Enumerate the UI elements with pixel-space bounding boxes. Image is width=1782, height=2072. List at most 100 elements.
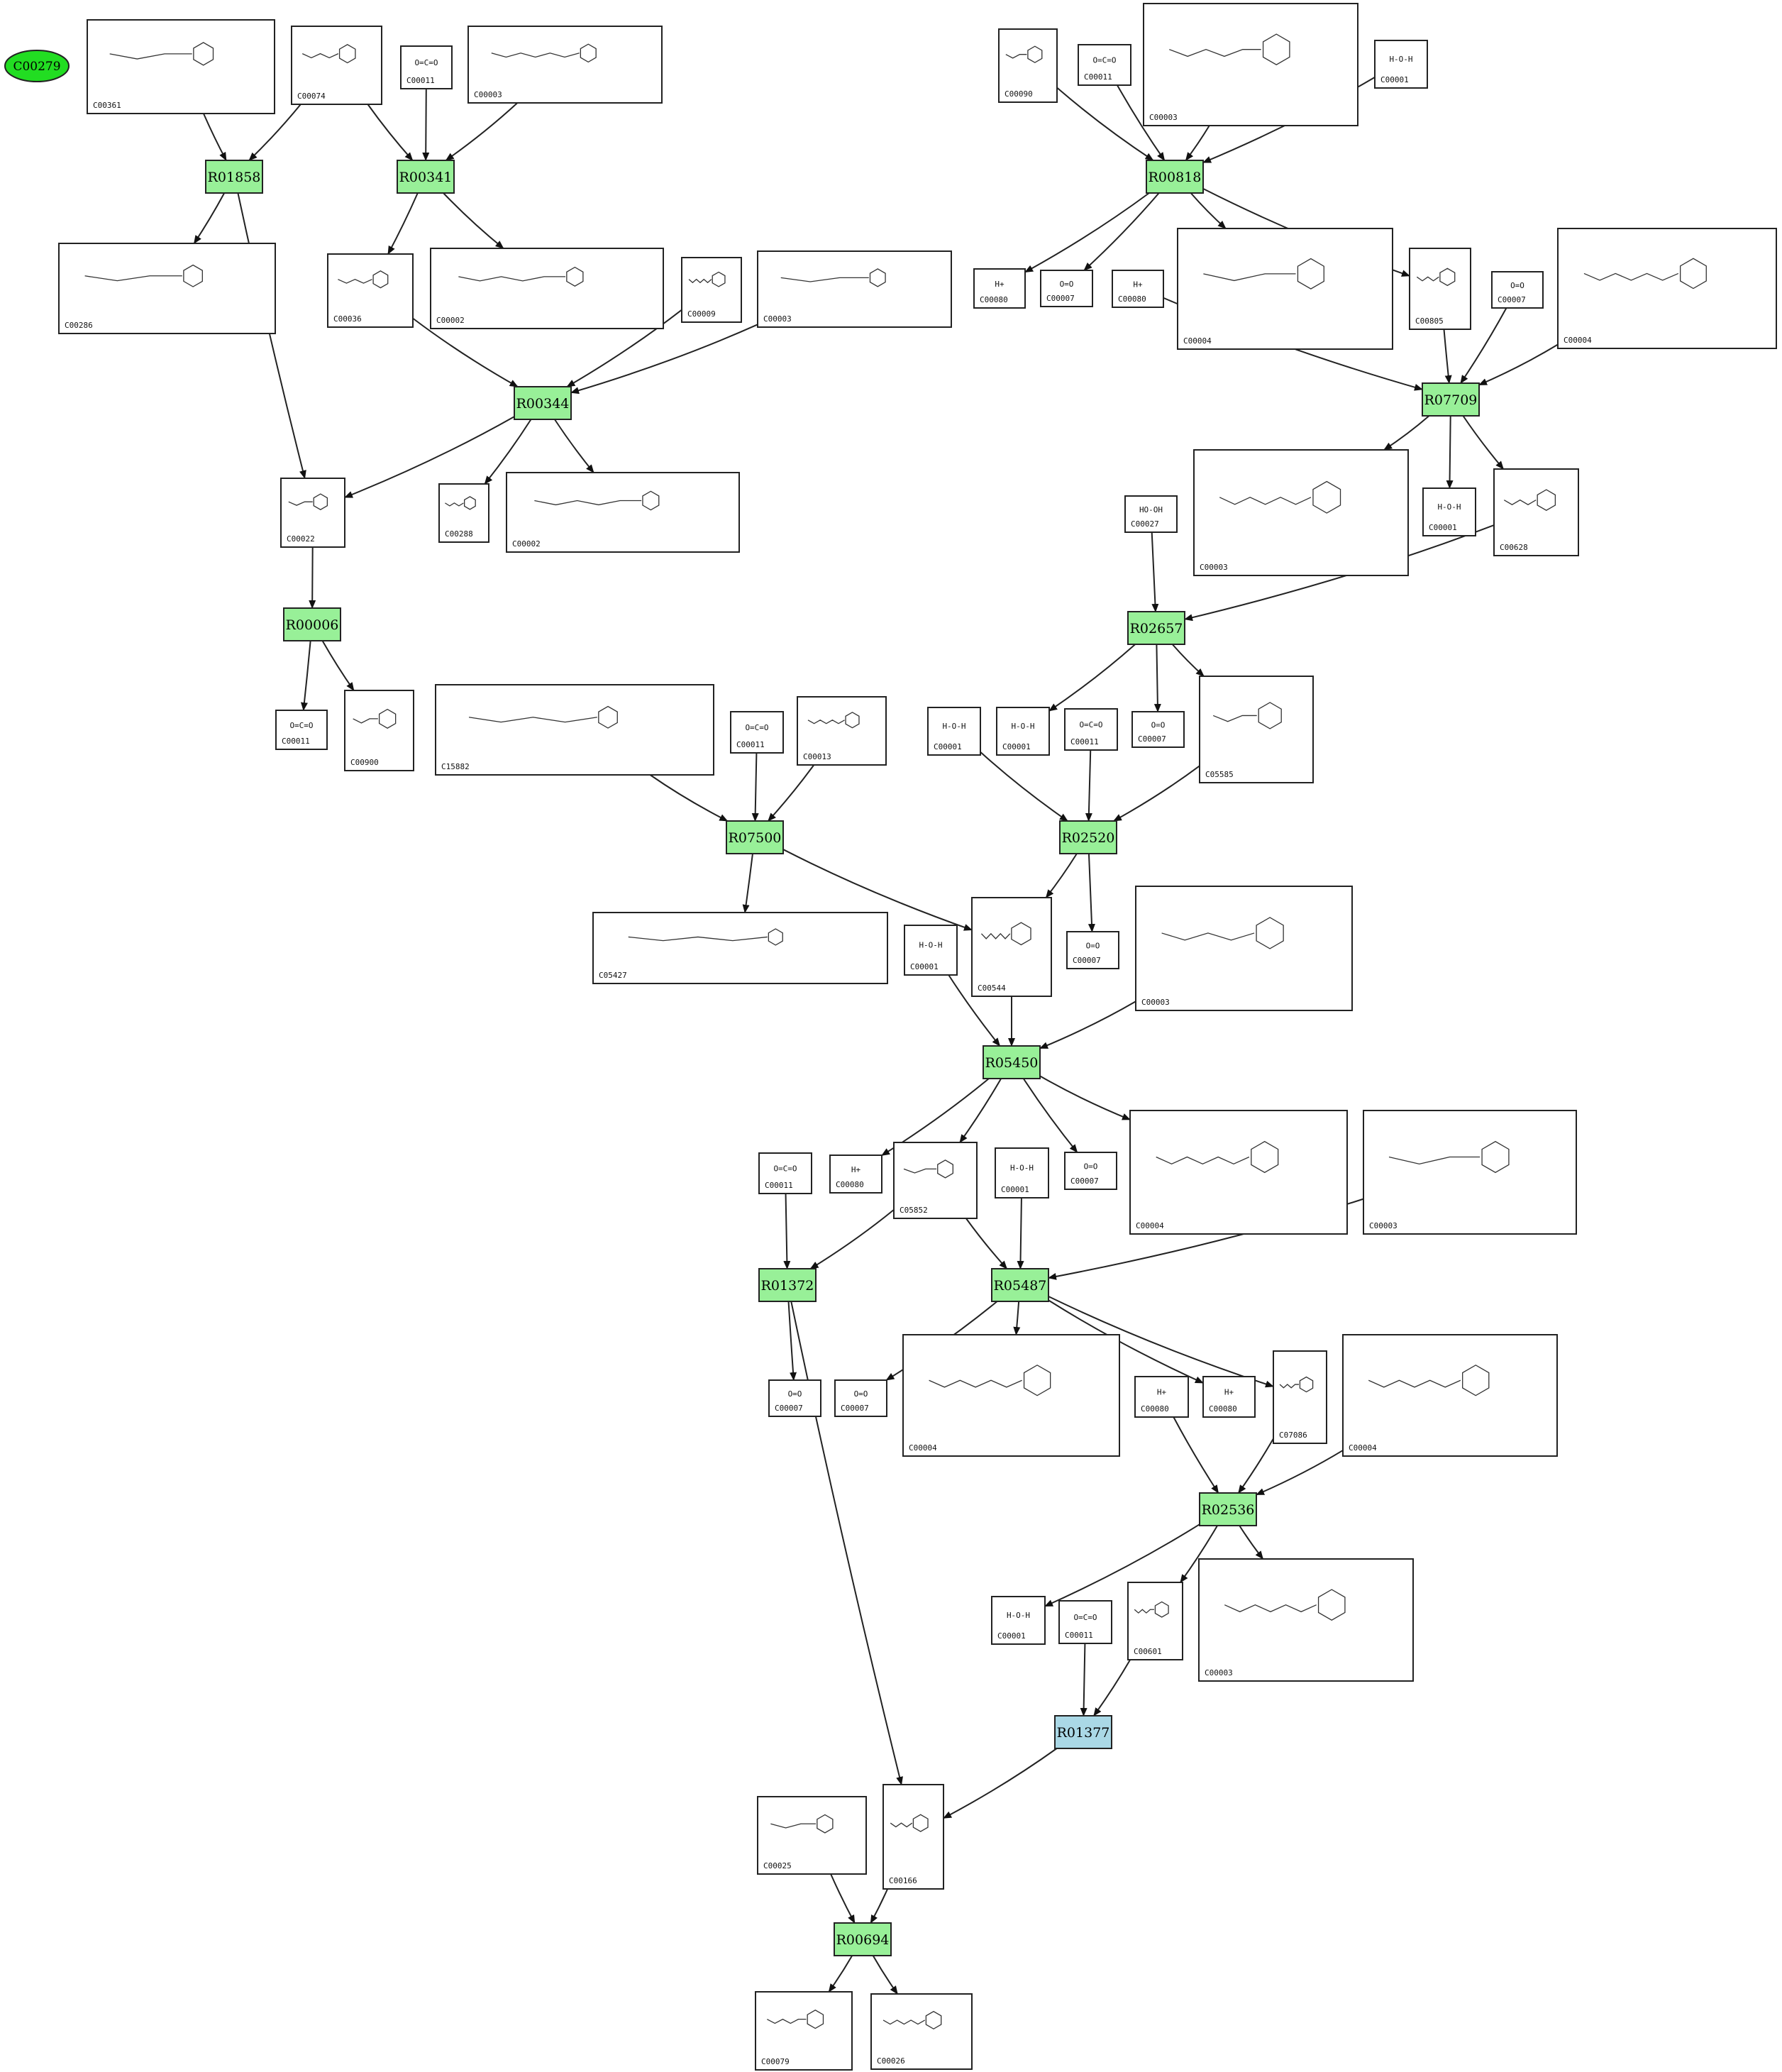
compound-box	[757, 1796, 867, 1875]
compound-node[interactable]: C00009	[681, 257, 742, 323]
edge-c33-to-R02520	[980, 751, 1068, 822]
reaction-node[interactable]: R00006	[283, 607, 341, 641]
reaction-node[interactable]: R00341	[397, 160, 455, 194]
compound-node[interactable]: C05852	[893, 1142, 978, 1219]
compound-node[interactable]: C00013	[797, 696, 887, 766]
compound-node[interactable]: C00003	[1193, 449, 1409, 576]
compound-node[interactable]: C00003	[467, 26, 663, 104]
compound-node[interactable]: C00166	[882, 1784, 944, 1890]
molecule-chain-icon	[890, 1822, 913, 1828]
compound-node[interactable]: H+C00080	[1112, 270, 1164, 308]
compound-node[interactable]: C07086	[1273, 1350, 1327, 1444]
compound-node[interactable]: C00805	[1409, 248, 1471, 330]
compound-node[interactable]: C00601	[1127, 1582, 1183, 1660]
edge-c4-to-R00341	[445, 102, 519, 161]
reaction-node[interactable]: R00818	[1146, 160, 1204, 194]
reaction-node[interactable]: R01377	[1054, 1715, 1112, 1749]
compound-box	[998, 28, 1058, 103]
compound-box	[757, 250, 952, 328]
start-node[interactable]: C00279	[4, 50, 70, 82]
compound-node[interactable]: C00002	[506, 472, 740, 553]
compound-node[interactable]: C05427	[592, 912, 888, 984]
compound-node[interactable]: H+C00080	[829, 1155, 882, 1194]
compound-node[interactable]: C00004	[1342, 1334, 1558, 1457]
compound-node[interactable]: C05585	[1199, 676, 1314, 783]
reaction-node[interactable]: R01858	[205, 160, 263, 194]
compound-node[interactable]: C00361	[87, 19, 275, 114]
molecule-chain-icon	[301, 53, 339, 59]
reaction-node[interactable]: R07500	[726, 820, 784, 854]
compound-node[interactable]: C00004	[1557, 228, 1777, 349]
reaction-label: R00341	[399, 170, 453, 185]
reaction-label: R02536	[1202, 1502, 1255, 1518]
compound-node[interactable]: C00090	[998, 28, 1058, 103]
compound-node[interactable]: C00900	[344, 690, 414, 771]
compound-node[interactable]: C00004	[902, 1334, 1120, 1457]
compound-box	[758, 1152, 812, 1194]
reaction-node[interactable]: R07709	[1422, 382, 1480, 417]
reaction-box	[726, 820, 784, 854]
reaction-node[interactable]: R05487	[991, 1268, 1049, 1302]
edge-c59-to-R01377	[1093, 1659, 1131, 1716]
reaction-node[interactable]: R05450	[983, 1045, 1041, 1079]
compound-node[interactable]: C00022	[280, 478, 345, 548]
compound-node[interactable]: C00628	[1493, 468, 1579, 556]
compound-node[interactable]: C00288	[438, 483, 489, 543]
molecule-ring-icon	[1154, 1601, 1169, 1618]
compound-formula: O=C=O	[1092, 56, 1116, 65]
reaction-node[interactable]: R00694	[834, 1922, 892, 1956]
reaction-node[interactable]: R02536	[1199, 1492, 1257, 1526]
compound-box	[1422, 487, 1476, 536]
reaction-node[interactable]: R02520	[1059, 820, 1117, 854]
compound-node[interactable]: C00036	[327, 253, 414, 328]
compound-node[interactable]: C00003	[1198, 1558, 1414, 1682]
compound-node[interactable]: C00025	[757, 1796, 867, 1875]
compound-node[interactable]: C00026	[870, 1993, 973, 2070]
compound-node[interactable]: C00004	[1177, 228, 1393, 350]
compound-node[interactable]: C00544	[971, 897, 1052, 997]
reaction-label: R00694	[836, 1932, 890, 1948]
compound-box	[438, 483, 489, 543]
compound-node[interactable]: C00079	[755, 1991, 853, 2071]
reaction-box	[205, 160, 263, 194]
compound-node[interactable]: C00074	[291, 26, 382, 105]
compound-node[interactable]: H+C00080	[973, 268, 1026, 309]
compound-node[interactable]: C00004	[1129, 1110, 1348, 1235]
compound-node[interactable]: C00286	[58, 243, 276, 334]
compound-node[interactable]: H+C00080	[1134, 1376, 1189, 1418]
compound-node[interactable]: C00003	[1363, 1110, 1577, 1235]
edge-c43-to-R01372	[783, 1193, 791, 1269]
reaction-node[interactable]: R00344	[514, 386, 572, 420]
compound-node[interactable]: C00002	[430, 248, 664, 329]
compound-node[interactable]: C00003	[1143, 3, 1358, 126]
compound-formula: O=O	[1151, 721, 1166, 730]
compound-node[interactable]: C00003	[757, 250, 952, 328]
compound-node[interactable]: C00003	[1135, 886, 1353, 1011]
compound-node[interactable]: H+C00080	[1202, 1376, 1256, 1418]
reaction-node[interactable]: R01372	[758, 1268, 817, 1302]
reaction-node[interactable]: R02657	[1127, 611, 1185, 645]
compound-node[interactable]: C15882	[435, 684, 714, 776]
